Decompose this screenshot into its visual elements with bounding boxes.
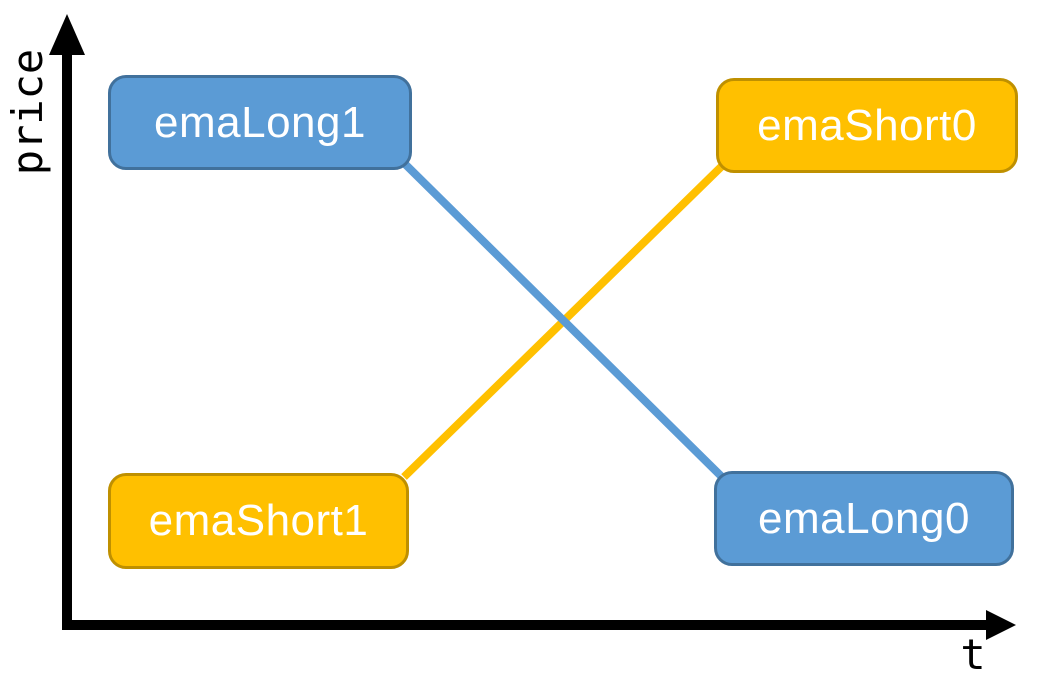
y-axis-label: price	[3, 48, 52, 176]
node-ema-long-0-label: emaLong0	[758, 493, 970, 543]
node-ema-short-0: emaShort0	[716, 78, 1018, 173]
node-ema-short-1-label: emaShort1	[148, 496, 369, 545]
node-ema-short-1: emaShort1	[108, 473, 409, 569]
node-ema-long-1: emaLong1	[108, 75, 412, 170]
x-axis-label: t	[960, 630, 986, 679]
x-axis-arrowhead-icon	[986, 610, 1016, 640]
node-ema-long-1-label: emaLong1	[154, 97, 366, 147]
node-ema-long-0: emaLong0	[714, 471, 1014, 566]
y-axis-arrowhead-icon	[49, 14, 85, 55]
node-ema-short-0-label: emaShort0	[757, 100, 977, 150]
ema-long-crossover-line	[401, 160, 725, 480]
